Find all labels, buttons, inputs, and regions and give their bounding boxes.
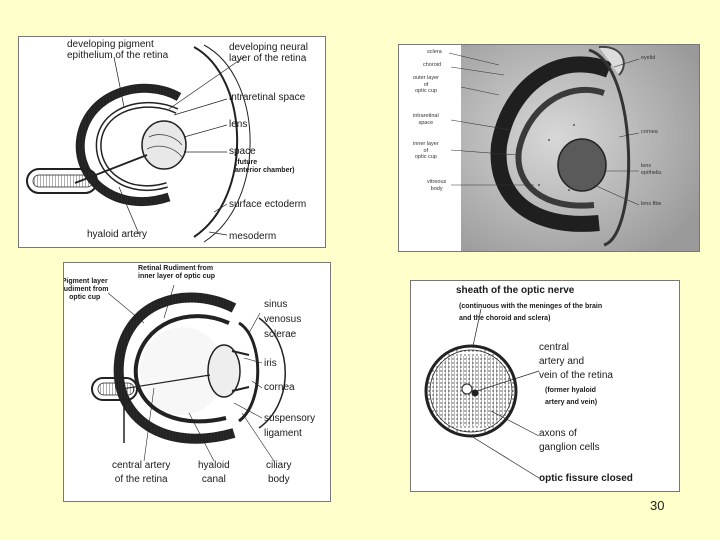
micrograph-drawing [399,45,699,251]
label-optic-fissure-closed: optic fissure closed [539,473,633,484]
label-former-hyaloid: (former hyaloid artery and vein) [545,385,597,409]
label-cornea-c: cornea [264,382,295,393]
label-vitreous-body: vitreous body [427,179,446,192]
label-sinus-venosus: sinus venosus sclerae [264,297,301,342]
panel-eye-later-stage: Pigment layer rudiment from optic cup Re… [63,262,331,502]
label-lens-fibers: lens fibe [641,201,662,208]
label-future-chamber: (future anterior chamber) [235,159,295,175]
label-eyelid: eyelid [641,55,655,62]
label-ciliary-body: ciliary body [266,459,292,487]
label-suspensory-ligament: suspensory ligament [264,411,315,441]
label-sclera: sclera [427,49,442,56]
label-space: space [229,146,256,157]
label-sheath-optic-nerve: sheath of the optic nerve [456,285,574,296]
label-cornea-b: cornea [641,129,658,136]
label-continuous-meninges: (continuous with the meninges of the bra… [459,301,602,325]
label-iris: iris [264,358,277,369]
label-choroid: choroid [423,62,441,69]
label-retinal-rudiment: Retinal Rudiment from inner layer of opt… [138,265,215,281]
label-outer-layer: outer layer of optic cup [413,75,439,95]
label-intraretinal-space: intraretinal space [229,92,305,103]
label-developing-pigment: developing pigment epithelium of the ret… [67,39,168,61]
label-surface-ectoderm: surface ectoderm [229,199,306,210]
label-mesoderm: mesoderm [229,231,276,242]
page-number: 30 [650,498,664,513]
developing-eye-drawing [19,37,325,247]
panel-micrograph: sclera choroid outer layer of optic cup … [398,44,700,252]
label-axons-ganglion: axons of ganglion cells [539,427,600,455]
label-lens-epithelium: lens epitheliu [641,163,662,176]
label-central-artery: central artery of the retina [112,459,170,487]
label-pigment-layer-rudiment: Pigment layer rudiment from optic cup [63,278,108,302]
panel-optic-nerve: sheath of the optic nerve (continuous wi… [410,280,680,492]
label-intraretinal-space-b: intraretinal space [413,113,439,126]
panel-developing-eye: developing pigment epithelium of the ret… [18,36,326,248]
label-developing-neural: developing neural layer of the retina [229,42,308,64]
label-inner-layer: inner layer of optic cup [413,141,439,161]
label-hyaloid-artery: hyaloid artery [87,229,147,240]
label-hyaloid-canal: hyaloid canal [198,459,230,487]
label-central-artery-vein: central artery and vein of the retina [539,341,613,383]
label-lens: lens [229,119,247,130]
